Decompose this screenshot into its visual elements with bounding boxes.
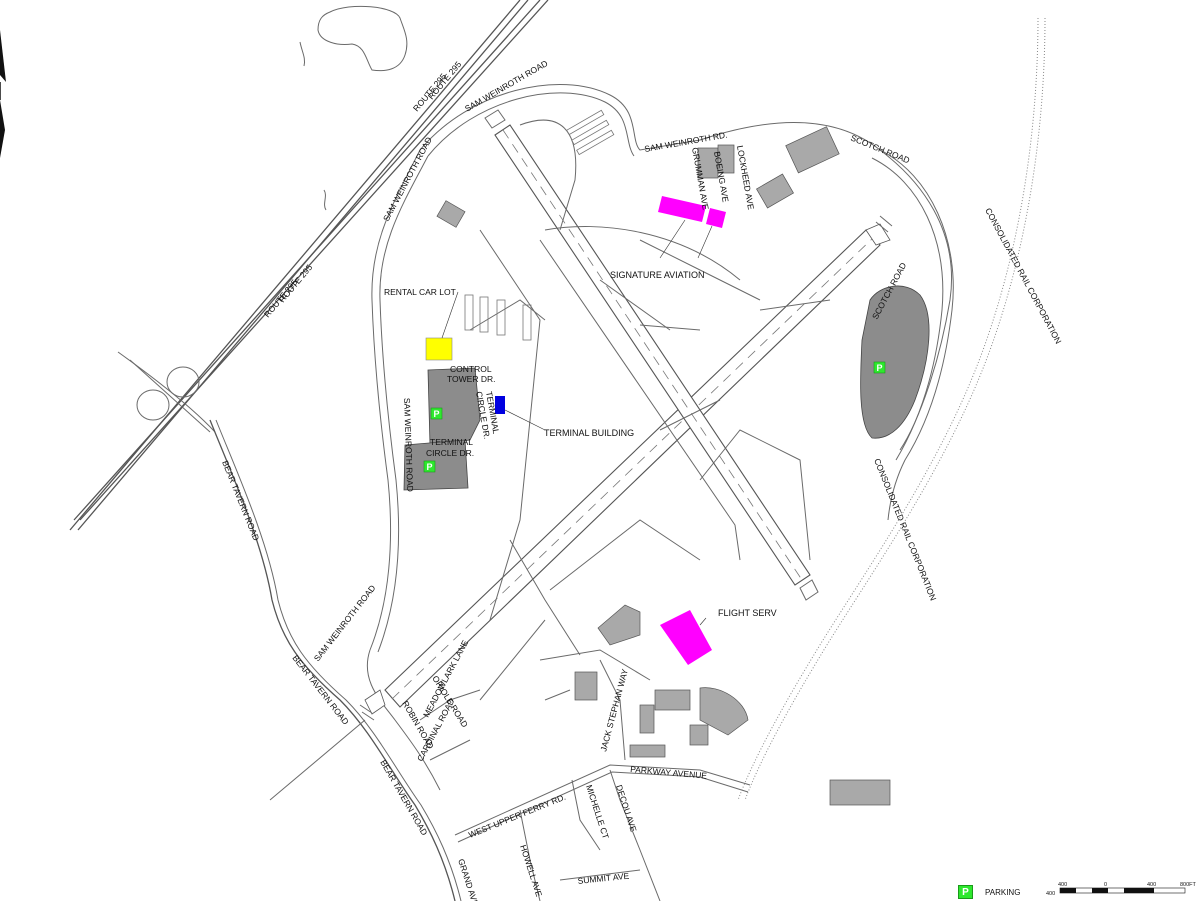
sam-weinroth-road <box>419 84 952 451</box>
label-lockheed-ave: LOCKHEED AVE <box>735 145 756 211</box>
stream-2 <box>323 189 327 211</box>
parking-legend-icon: P <box>958 885 973 899</box>
label-bear-tavern-2: BEAR TAVERN ROAD <box>290 653 351 727</box>
label-west-upper-ferry: WEST UPPER FERRY RD. <box>467 792 567 840</box>
runway-main <box>359 215 893 721</box>
label-control-1: CONTROL <box>450 364 492 374</box>
route-295 <box>69 0 549 531</box>
label-rail-north: CONSOLIDATED RAIL CORPORATION <box>983 206 1063 345</box>
label-bear-tavern-3: BEAR TAVERN ROAD <box>378 758 429 837</box>
terminal-building-marker <box>495 396 505 414</box>
parking-badge-3: P <box>873 361 886 374</box>
label-route-295-b: ROUTE 295 <box>426 59 464 101</box>
parking-lot-main <box>427 367 481 446</box>
label-route-295-d: ROUTE 295 <box>277 262 315 304</box>
label-summit-ave: SUMMIT AVE <box>577 871 630 886</box>
svg-text:0: 0 <box>1104 882 1107 888</box>
label-sam-weinroth-south: SAM WEINROTH ROAD <box>312 583 378 663</box>
svg-text:400: 400 <box>1058 882 1067 888</box>
signature-aviation-marker-2 <box>706 208 726 228</box>
rental-car-lot-marker <box>425 337 453 361</box>
north-arrow-icon <box>0 30 6 158</box>
scotch-road <box>879 149 954 521</box>
south-streets <box>269 649 751 901</box>
svg-text:400: 400 <box>1147 882 1156 888</box>
parking-lot-south <box>403 439 469 491</box>
signature-aviation-marker <box>658 196 706 222</box>
label-signature-aviation: SIGNATURE AVIATION <box>610 270 705 280</box>
parking-badge-2: P <box>423 460 436 473</box>
label-parkway-avenue: PARKWAY AVENUE <box>630 764 708 781</box>
label-rental-car-lot: RENTAL CAR LOT <box>384 287 456 297</box>
parking-lot-east <box>860 285 930 439</box>
map-labels: ROUTE 295 ROUTE 295 ROUTE 295 ROUTE 295 … <box>220 58 1063 901</box>
svg-text:800FT: 800FT <box>1180 882 1197 888</box>
south-buildings <box>574 604 891 806</box>
label-sam-weinroth-mid: SAM WEINROTH ROAD <box>402 398 415 492</box>
label-terminal-circle-h2: CIRCLE DR. <box>426 448 474 458</box>
north-buildings <box>436 109 840 228</box>
label-decou-ave: DECOU AVE <box>614 784 639 834</box>
scale-bar: 400 0 400 800FT 400 <box>1046 882 1197 897</box>
consolidated-rail-line <box>737 17 1046 801</box>
label-scotch-road-top: SCOTCH ROAD <box>849 133 911 166</box>
label-rail-south: CONSOLIDATED RAIL CORPORATION <box>872 457 938 602</box>
label-terminal-building: TERMINAL BUILDING <box>544 428 634 438</box>
svg-text:P: P <box>433 409 439 419</box>
svg-text:P: P <box>426 462 432 472</box>
parking-legend-label: PARKING <box>985 887 1021 897</box>
stream <box>299 41 305 67</box>
label-jack-stephan-way: JACK STEPHAN WAY <box>598 667 630 752</box>
svg-text:P: P <box>876 363 882 373</box>
flight-serv-marker <box>660 610 712 665</box>
bear-tavern-road <box>209 419 456 901</box>
runway-cross <box>484 109 819 601</box>
rental-lot-rows <box>464 294 532 341</box>
pond-outline <box>317 5 408 72</box>
label-control-2: TOWER DR. <box>447 374 495 384</box>
svg-text:400: 400 <box>1046 891 1055 897</box>
label-terminal-circle-h1: TERMINAL <box>430 437 473 447</box>
parking-badge-1: P <box>430 407 443 420</box>
taxiways <box>469 119 831 701</box>
leader-lines <box>441 219 713 626</box>
label-flight-serv: FLIGHT SERV <box>718 608 777 618</box>
map-legend: P PARKING <box>958 884 1020 900</box>
label-howell-ave: HOWELL AVE <box>518 844 544 899</box>
label-bear-tavern-1: BEAR TAVERN ROAD <box>220 459 261 542</box>
